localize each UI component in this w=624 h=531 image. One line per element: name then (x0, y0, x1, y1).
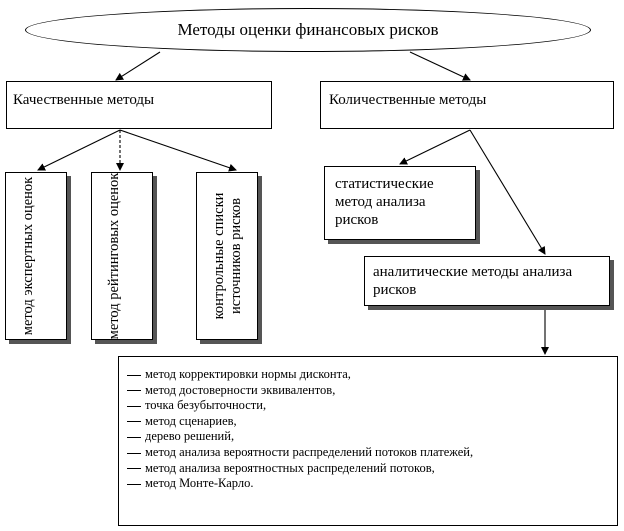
checklists-method-label: контрольные списки источников рисков (211, 192, 244, 320)
arrow-quantitative-to-analytical (469, 129, 546, 255)
dash-icon (127, 390, 141, 392)
dash-icon (127, 405, 141, 407)
rating-method-box: метод рейтинговых оценок (91, 172, 153, 340)
list-item: дерево решений, (127, 429, 617, 445)
expert-method-box: метод экспертных оценок (5, 172, 67, 340)
expert-method-label: метод экспертных оценок (20, 176, 36, 336)
diagram-title: Методы оценки финансовых рисков (177, 20, 439, 39)
list-item: метод анализа вероятности распределений … (127, 445, 617, 461)
statistical-methods-box: статистические метод анализа рисков (324, 166, 476, 240)
list-item: метод анализа вероятностных распределени… (127, 461, 617, 477)
list-item: метод Монте-Карло. (127, 476, 617, 492)
checklists-method-box: контрольные списки источников рисков (196, 172, 258, 340)
list-item: метод достоверности эквивалентов, (127, 383, 617, 399)
quantitative-methods-box: Количественные методы (320, 81, 614, 129)
arrow-qualitative-to-checklists (119, 129, 237, 172)
dash-icon (127, 452, 141, 454)
dash-icon (127, 421, 141, 423)
arrow-quantitative-to-statistical (399, 129, 471, 165)
arrow-title-to-qualitative (115, 51, 161, 81)
analytical-methods-list-box: метод корректировки нормы дисконта, мето… (118, 356, 618, 526)
diagram-title-ellipse: Методы оценки финансовых рисков (25, 8, 591, 52)
analytical-methods-label: аналитические методы анализа рисков (373, 264, 573, 298)
statistical-methods-label: статистические метод анализа рисков (335, 176, 434, 228)
list-item: метод сценариев, (127, 414, 617, 430)
qualitative-methods-box: Качественные методы (6, 81, 272, 129)
dash-icon (127, 437, 141, 438)
qualitative-methods-label: Качественные методы (13, 92, 155, 108)
arrow-title-to-quantitative (409, 51, 471, 81)
arrow-qualitative-to-expert (37, 129, 121, 171)
analytical-methods-box: аналитические методы анализа рисков (364, 256, 610, 306)
list-item: метод корректировки нормы дисконта, (127, 367, 617, 383)
list-item: точка безубыточности, (127, 398, 617, 414)
dash-icon (127, 374, 141, 376)
rating-method-label: метод рейтинговых оценок (106, 172, 122, 340)
dash-icon (127, 468, 141, 470)
dash-icon (127, 483, 141, 485)
analytical-methods-list: метод корректировки нормы дисконта, мето… (127, 367, 617, 492)
quantitative-methods-label: Количественные методы (329, 92, 487, 108)
